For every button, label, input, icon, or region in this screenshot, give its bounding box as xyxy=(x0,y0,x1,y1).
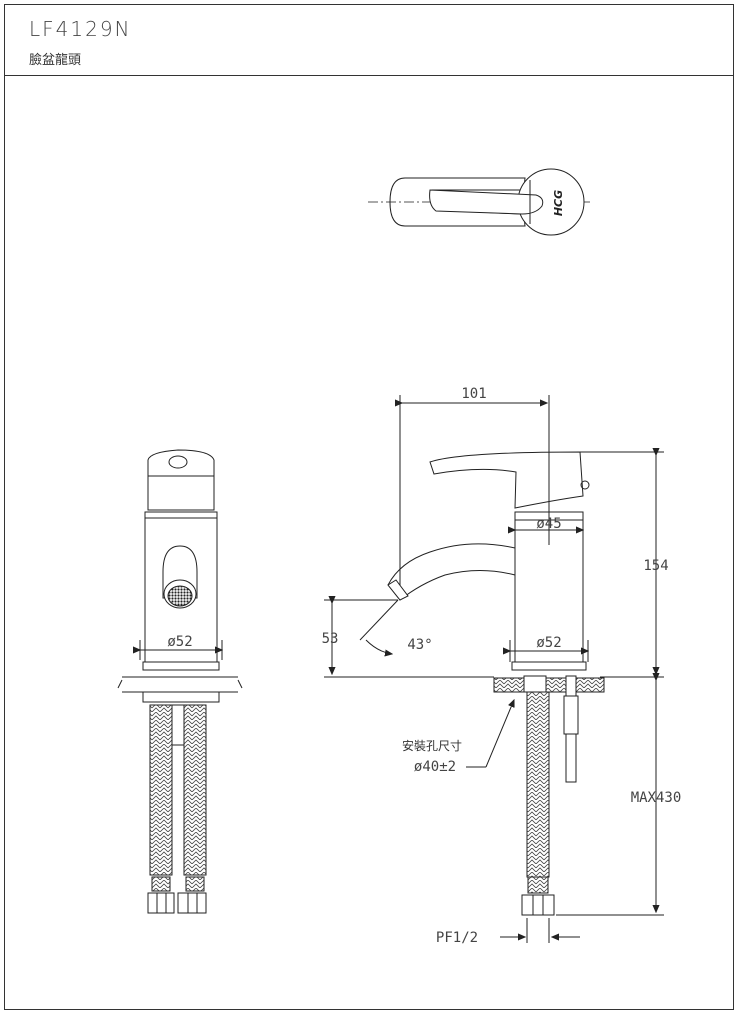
side-base-diameter-label: ø52 xyxy=(536,635,561,651)
install-hole-value: ø40±2 xyxy=(414,759,456,775)
top-view: HCG xyxy=(368,168,590,236)
model-number: LF4129N xyxy=(29,17,132,41)
hose-length-label: MAX430 xyxy=(631,790,682,806)
height-label: 154 xyxy=(643,558,668,574)
drawing-frame: LF4129N 臉盆龍頭 xyxy=(4,4,734,1010)
body-diameter-label: ø45 xyxy=(536,516,561,532)
install-hole-title: 安裝孔尺寸 xyxy=(402,738,462,753)
thread-label: PF1/2 xyxy=(436,930,478,946)
product-name: 臉盆龍頭 xyxy=(29,53,82,68)
front-base-diameter-label: ø52 xyxy=(167,634,192,650)
spout-angle-label: 43° xyxy=(407,637,432,653)
title-block: LF4129N 臉盆龍頭 xyxy=(5,5,733,76)
spout-height-label: 53 xyxy=(322,631,339,647)
front-view xyxy=(117,449,243,914)
spout-reach-label: 101 xyxy=(461,386,486,402)
brand-logo: HCG xyxy=(552,190,565,216)
side-view xyxy=(324,395,664,943)
